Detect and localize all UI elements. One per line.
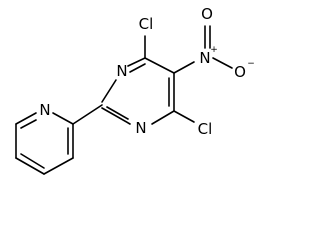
atom-n-pyrimidine-top: N — [116, 62, 127, 80]
bond-c2-pyc2 — [72, 104, 103, 125]
bond-n3-c4-inner — [129, 63, 146, 73]
bond-c2-n3 — [101, 79, 117, 103]
bond-n-o-single — [212, 57, 233, 69]
bond-c5-n-nitro — [173, 61, 195, 74]
atom-cl-bottom: Cl — [198, 120, 213, 138]
bond-pyc5-pyc4-inner — [20, 153, 45, 169]
atom-n-pyridine: N — [39, 101, 50, 119]
bond-c6-cl — [173, 110, 195, 123]
chemical-structure-diagram: Cl Cl N N N + O O − N — [15, 5, 255, 175]
bond-c6-n1 — [151, 110, 175, 125]
nitro-group — [173, 25, 233, 74]
atom-n-pyrimidine-bottom: N — [135, 119, 146, 137]
bond-pyn-pyc6-inner — [20, 119, 37, 129]
bond-n1-c2 — [101, 107, 131, 125]
chlorine-substituents — [144, 35, 195, 123]
bond-c4-c5 — [144, 57, 175, 74]
bond-n1-c2-inner — [106, 106, 129, 120]
atom-n-nitro: N — [199, 49, 210, 67]
charge-n-plus: + — [210, 45, 218, 55]
bond-pyc2-pyn — [52, 112, 74, 125]
bond-n3-c4 — [127, 57, 146, 67]
charge-o-minus: − — [247, 59, 255, 69]
atom-cl-top: Cl — [139, 15, 154, 33]
pyrimidine-ring — [101, 57, 175, 125]
bond-pyc5-pyc4 — [15, 157, 45, 175]
pyridine-ring — [15, 104, 103, 175]
bond-pyc4-pyc3 — [43, 157, 74, 175]
atom-o-nitro-right: O — [234, 63, 246, 81]
atom-o-nitro-top: O — [201, 5, 213, 23]
bond-pyn-pyc6 — [15, 112, 37, 125]
